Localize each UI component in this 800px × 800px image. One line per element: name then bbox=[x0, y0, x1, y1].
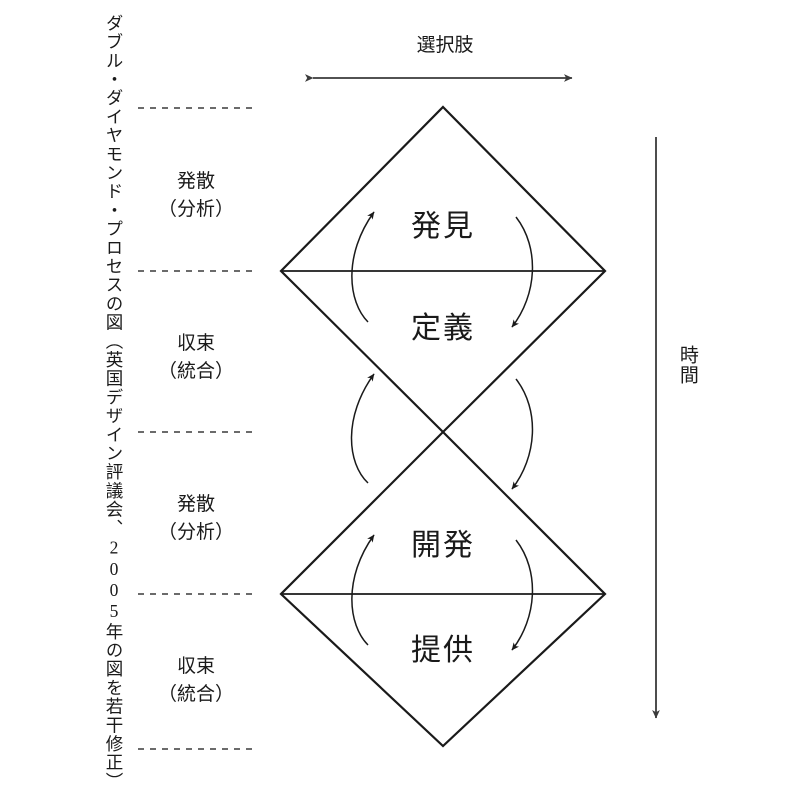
flow-arrow-discover-in bbox=[351, 211, 375, 323]
diagram-caption: ダブル・ダイヤモンド・プロセスの図（英国デザイン評議会、2005年の図を若干修正… bbox=[104, 14, 124, 791]
phase-label-4: 収束 （統合） bbox=[157, 656, 234, 705]
diamond-one bbox=[279, 105, 607, 434]
stage-label-develop: 開発 bbox=[411, 529, 475, 562]
diamond-one-outline bbox=[279, 105, 607, 434]
flow-arrow-cross-down bbox=[511, 378, 534, 490]
stage-label-discover: 発見 bbox=[411, 210, 475, 243]
phase-label-2: 収束 （統合） bbox=[157, 333, 234, 382]
phase-label-3: 発散 （分析） bbox=[157, 494, 234, 543]
phase-label-1: 発散 （分析） bbox=[157, 171, 234, 220]
flow-arrow-deliver-out bbox=[511, 539, 534, 651]
phase-divider-group bbox=[138, 107, 254, 750]
flow-arrow-cross-up bbox=[350, 373, 375, 484]
flow-arrow-define-out bbox=[511, 216, 534, 328]
flow-arrow-group-one bbox=[351, 211, 534, 328]
flow-arrow-develop-in bbox=[351, 534, 375, 646]
stage-label-define: 定義 bbox=[411, 312, 475, 345]
vertical-axis-label: 時間 bbox=[676, 345, 698, 385]
stage-label-deliver: 提供 bbox=[411, 634, 475, 667]
diamond-two bbox=[279, 430, 607, 748]
horizontal-axis-label: 選択肢 bbox=[416, 35, 474, 56]
flow-arrow-group-two bbox=[351, 534, 534, 651]
diamond-two-outline bbox=[279, 430, 607, 748]
flow-arrow-group-cross bbox=[350, 373, 534, 490]
